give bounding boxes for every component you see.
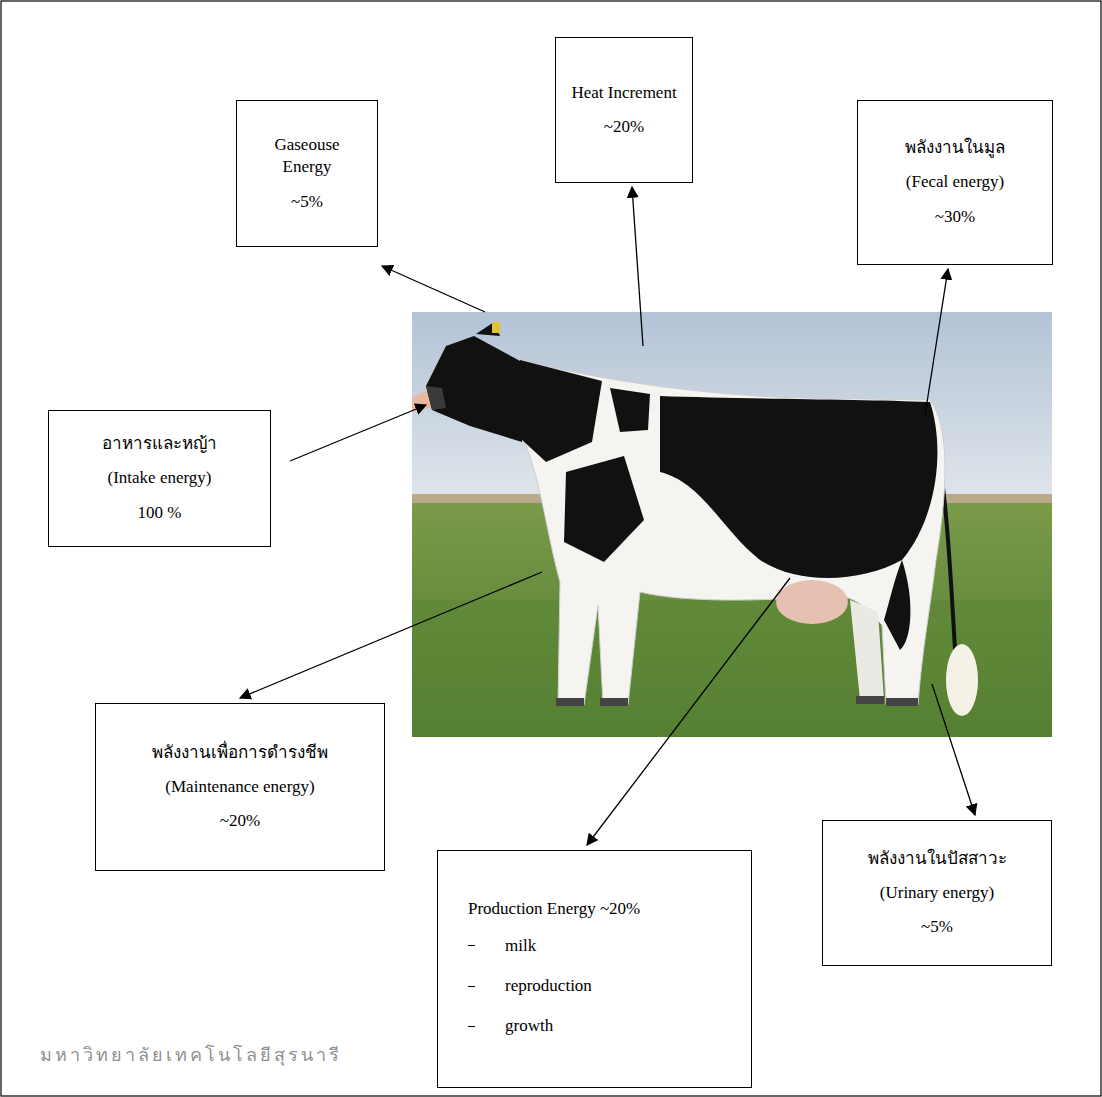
- list-item: milk: [468, 935, 536, 957]
- box-text: (Maintenance energy): [165, 776, 314, 798]
- watermark: มหาวิทยาลัยเทคโนโลยีสุรนารี: [40, 1040, 342, 1069]
- box-text: 100 %: [138, 502, 182, 524]
- energy-box: พลังงานเพื่อการดำรงชีพ (Maintenance energ…: [95, 703, 385, 871]
- bullet-dash: [468, 1026, 475, 1027]
- box-heading: Heat Increment: [571, 82, 676, 104]
- box-heading: พลังงานเพื่อการดำรงชีพ: [152, 742, 328, 764]
- cow-photo: [412, 312, 1052, 737]
- energy-box: พลังงานในปัสสาวะ (Urinary energy) ~5%: [822, 820, 1052, 966]
- box-text: ~20%: [220, 810, 260, 832]
- energy-box: พลังงานในมูล (Fecal energy) ~30%: [857, 100, 1053, 265]
- bullet-dash: [468, 986, 475, 987]
- energy-box: อาหารและหญ้า (Intake energy) 100 %: [48, 410, 271, 547]
- box-heading: พลังงานในมูล: [905, 137, 1005, 159]
- box-heading: Production Energy ~20%: [468, 898, 640, 920]
- energy-box: Heat Increment ~20%: [555, 37, 693, 183]
- list-text: reproduction: [505, 975, 592, 997]
- list-text: growth: [505, 1015, 553, 1037]
- box-text: (Urinary energy): [880, 882, 994, 904]
- box-text: (Intake energy): [108, 467, 212, 489]
- list-text: milk: [505, 935, 536, 957]
- list-item: reproduction: [468, 975, 592, 997]
- box-text: ~20%: [604, 116, 644, 138]
- bullet-dash: [468, 945, 475, 946]
- box-text: ~5%: [921, 916, 953, 938]
- box-text: ~5%: [291, 191, 323, 213]
- production-box: Production Energy ~20% milk reproduction gr…: [437, 850, 752, 1088]
- energy-box: Gaseouse Energy ~5%: [236, 100, 378, 247]
- box-heading: อาหารและหญ้า: [102, 433, 217, 455]
- list-item: growth: [468, 1015, 553, 1037]
- box-heading: พลังงานในปัสสาวะ: [868, 848, 1007, 870]
- box-heading: Gaseouse Energy: [249, 134, 365, 178]
- box-text: ~30%: [935, 206, 975, 228]
- box-text: (Fecal energy): [906, 171, 1004, 193]
